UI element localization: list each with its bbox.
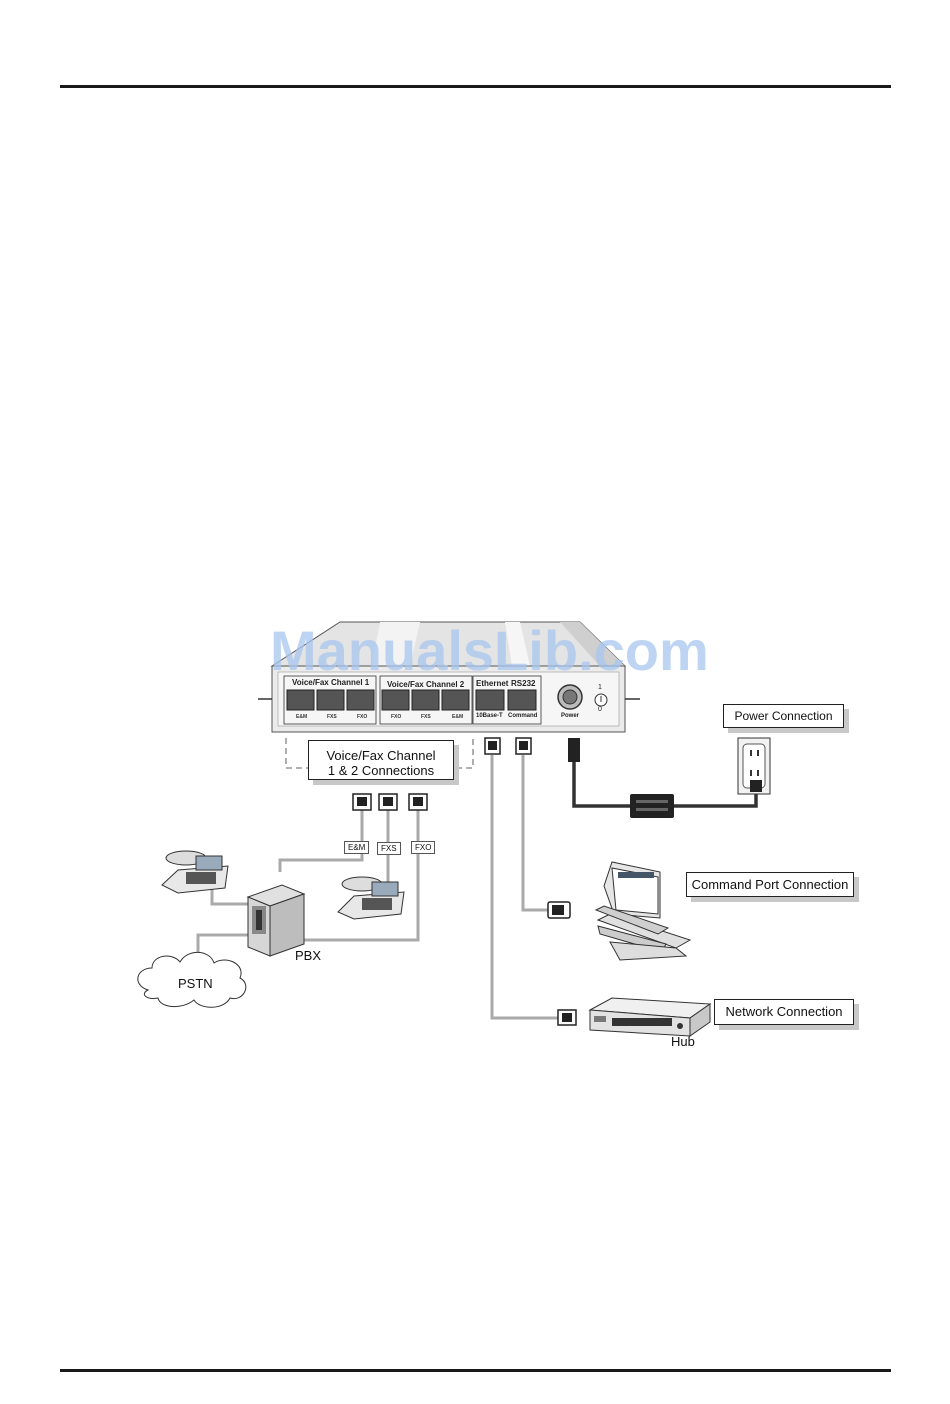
ch2-em-port xyxy=(442,690,469,710)
ch1-fxo-port xyxy=(347,690,374,710)
pbx-cabinet xyxy=(248,885,304,956)
ch2-fxs-port xyxy=(412,690,439,710)
rs232-label: RS232 xyxy=(511,679,535,688)
hub-device xyxy=(590,998,710,1036)
command-port-label: Command xyxy=(508,713,537,719)
power-cable xyxy=(568,738,756,818)
voice-fax-callout-line2: 1 & 2 Connections xyxy=(309,763,453,778)
data-cables xyxy=(492,755,560,1018)
cable-tag-fxo: FXO xyxy=(411,841,435,854)
ethernet-port xyxy=(476,690,504,710)
computer xyxy=(596,862,690,960)
telephone-right xyxy=(338,877,404,919)
ch1-port-label-fxs: FXS xyxy=(327,714,337,720)
ethernet-port-label: 10Base-T xyxy=(476,713,503,719)
ch2-port-label-fxo: FXO xyxy=(391,714,401,720)
ch1-em-port xyxy=(287,690,314,710)
pstn-label: PSTN xyxy=(178,976,213,991)
ch2-port-label-fxs: FXS xyxy=(421,714,431,720)
cable-tag-em: E&M xyxy=(344,841,369,854)
pbx-label: PBX xyxy=(295,948,321,963)
power-outlet xyxy=(738,738,770,794)
voice-cable-plugs xyxy=(353,794,427,810)
command-port-connection-callout: Command Port Connection xyxy=(686,872,854,897)
switch-off-label: 0 xyxy=(598,706,602,713)
channel2-label: Voice/Fax Channel 2 xyxy=(387,680,464,689)
network-connection-callout: Network Connection xyxy=(714,999,854,1025)
ch2-port-label-em: E&M xyxy=(452,714,463,720)
voice-fax-callout-line1: Voice/Fax Channel xyxy=(309,748,453,763)
ch1-fxs-port xyxy=(317,690,344,710)
channel1-label: Voice/Fax Channel 1 xyxy=(292,678,369,687)
ch1-port-label-fxo: FXO xyxy=(357,714,367,720)
data-cable-plugs xyxy=(485,738,576,1025)
power-connection-callout: Power Connection xyxy=(723,704,844,728)
hub-label: Hub xyxy=(671,1034,695,1049)
watermark: ManualsLib.com xyxy=(270,618,709,683)
command-port xyxy=(508,690,536,710)
voice-fax-callout: Voice/Fax Channel 1 & 2 Connections xyxy=(308,740,454,780)
switch-on-label: 1 xyxy=(598,684,602,691)
cable-tag-fxs: FXS xyxy=(377,842,401,855)
ethernet-label: Ethernet xyxy=(476,679,508,688)
ch1-port-label-em: E&M xyxy=(296,714,307,720)
telephone-left xyxy=(162,851,228,893)
power-jack-label: Power xyxy=(561,713,579,719)
ch2-fxo-port xyxy=(382,690,409,710)
